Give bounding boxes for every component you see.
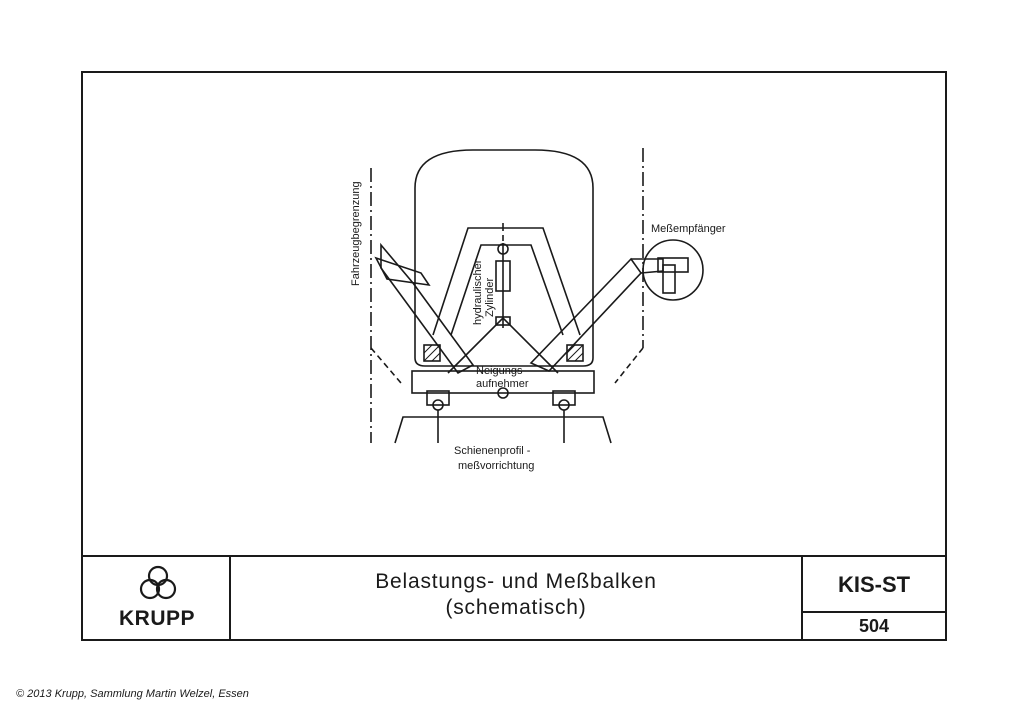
left-arm [380, 242, 475, 375]
drawing-number: 504 [858, 616, 890, 636]
hydraulic-cylinder [495, 260, 511, 292]
vehicle-body [414, 149, 594, 367]
drawing-frame: Fahrzeugbegrenzung hydraulischer Zylinde… [81, 71, 947, 641]
drawing-code: KIS-ST [803, 557, 945, 613]
rail-base [394, 416, 612, 444]
label-tilt-1: Neigungs- [476, 365, 526, 377]
inner-frame [432, 227, 581, 336]
right-arm [529, 257, 643, 372]
title-line-2: (schematisch) [445, 596, 587, 619]
left-handle [374, 256, 431, 287]
load-beam [411, 370, 595, 394]
code-cell: KIS-ST 504 [803, 557, 945, 639]
label-cylinder: Zylinder [484, 278, 496, 317]
logo-text: KRUPP [118, 607, 195, 630]
label-hydraulic: hydraulischer [472, 259, 484, 325]
label-rail-1: Schienenprofil - [454, 445, 531, 457]
receiver-circle [642, 239, 704, 301]
schematic-drawing: Fahrzeugbegrenzung hydraulischer Zylinde… [350, 148, 726, 472]
title-cell: Belastungs- und Meßbalken (schematisch) [231, 557, 803, 639]
label-tilt-2: aufnehmer [476, 378, 529, 390]
label-vehicle-limit: Fahrzeugbegrenzung [350, 181, 362, 286]
logo-cell: KRUPP [83, 557, 231, 639]
label-rail-2: meßvorrichtung [458, 460, 534, 472]
label-receiver: Meßempfänger [651, 223, 726, 235]
title-line-1: Belastungs- und Meßbalken [375, 570, 657, 593]
krupp-rings-icon [139, 565, 177, 600]
copyright-text: © 2013 Krupp, Sammlung Martin Welzel, Es… [16, 688, 249, 700]
title-block: KRUPP Belastungs- und Meßbalken (schemat… [83, 555, 945, 639]
